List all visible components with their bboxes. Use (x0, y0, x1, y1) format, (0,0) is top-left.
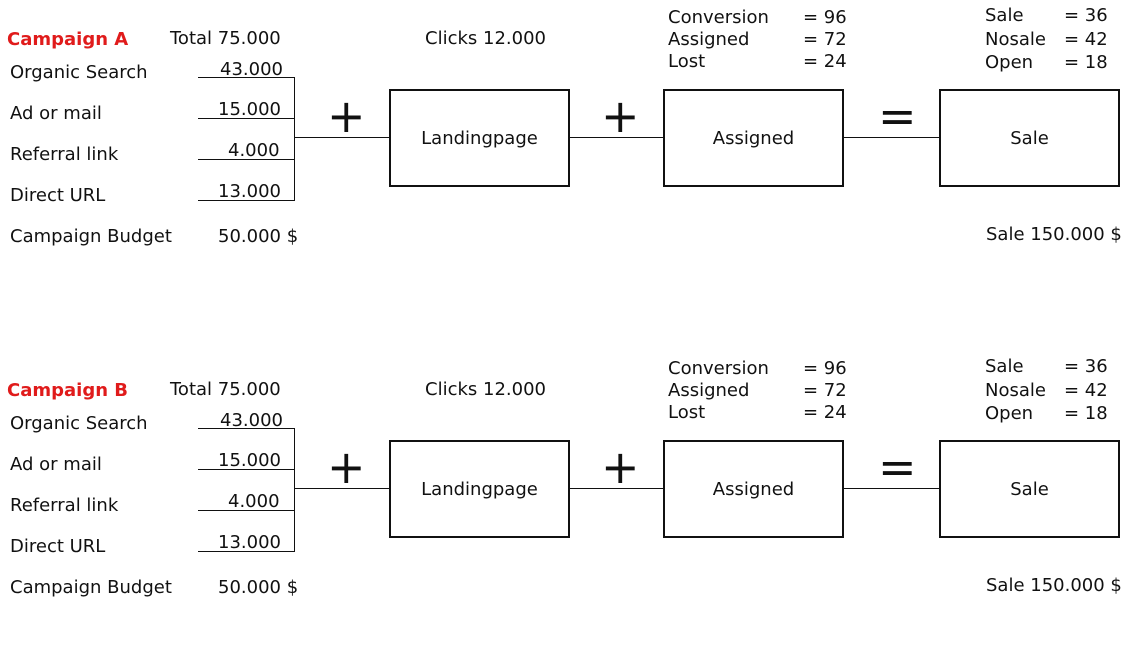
source-value: 4.000 (228, 140, 280, 161)
conversion-value: = 24 (803, 402, 847, 423)
budget-label: Campaign Budget (10, 226, 172, 247)
campaign-title: Campaign A (7, 29, 129, 50)
connector-line (294, 488, 390, 489)
sale-stat-label: Nosale (985, 380, 1046, 401)
conversion-value: = 24 (803, 51, 847, 72)
clicks-label: Clicks 12.000 (425, 379, 546, 400)
sale-stat-value: = 42 (1064, 380, 1108, 401)
sale-stat-value: = 36 (1064, 356, 1108, 377)
connector-line (294, 137, 390, 138)
source-value: 43.000 (220, 59, 283, 80)
budget-value: 50.000 $ (218, 577, 299, 598)
sale-total: Sale 150.000 $ (986, 575, 1122, 596)
campaign-a-diagram: Campaign A Total 75.000 Organic Search 4… (0, 0, 1130, 301)
source-label: Referral link (10, 495, 119, 516)
sale-stat-label: Open (985, 52, 1034, 73)
source-label: Ad or mail (10, 103, 102, 124)
source-bracket (294, 77, 295, 200)
sale-stat-label: Nosale (985, 29, 1046, 50)
budget-label: Campaign Budget (10, 577, 172, 598)
source-label: Organic Search (10, 413, 148, 434)
sale-stat-value: = 18 (1064, 403, 1108, 424)
campaign-title: Campaign B (7, 380, 128, 401)
conversion-value: = 72 (803, 380, 847, 401)
source-value: 13.000 (218, 181, 281, 202)
sale-stat-value: = 42 (1064, 29, 1108, 50)
equals-operator: = (878, 440, 917, 494)
conversion-label: Assigned (668, 29, 750, 50)
budget-value: 50.000 $ (218, 226, 299, 247)
source-value: 43.000 (220, 410, 283, 431)
source-underline (198, 428, 295, 429)
assigned-box: Assigned (663, 440, 844, 538)
source-bracket (294, 428, 295, 551)
sale-box: Sale (939, 89, 1120, 187)
connector-line (569, 488, 665, 489)
sale-stat-label: Open (985, 403, 1034, 424)
source-underline (198, 77, 295, 78)
connector-line (569, 137, 665, 138)
clicks-label: Clicks 12.000 (425, 28, 546, 49)
source-value: 15.000 (218, 99, 281, 120)
connector-line (843, 488, 940, 489)
source-label: Direct URL (10, 536, 106, 557)
sale-box: Sale (939, 440, 1120, 538)
conversion-label: Conversion (668, 7, 769, 28)
plus-operator: + (327, 440, 366, 494)
conversion-value: = 96 (803, 358, 847, 379)
sale-stat-label: Sale (985, 5, 1024, 26)
source-underline (198, 551, 295, 552)
conversion-label: Conversion (668, 358, 769, 379)
landingpage-box: Landingpage (389, 89, 570, 187)
total-label: Total 75.000 (170, 28, 281, 49)
landingpage-box: Landingpage (389, 440, 570, 538)
source-value: 13.000 (218, 532, 281, 553)
source-label: Organic Search (10, 62, 148, 83)
plus-operator: + (601, 89, 640, 143)
plus-operator: + (601, 440, 640, 494)
source-underline (198, 159, 295, 160)
conversion-label: Lost (668, 51, 706, 72)
plus-operator: + (327, 89, 366, 143)
equals-operator: = (878, 89, 917, 143)
connector-line (843, 137, 940, 138)
conversion-label: Assigned (668, 380, 750, 401)
source-value: 4.000 (228, 491, 280, 512)
source-label: Referral link (10, 144, 119, 165)
source-underline (198, 510, 295, 511)
conversion-label: Lost (668, 402, 706, 423)
assigned-box: Assigned (663, 89, 844, 187)
source-underline (198, 118, 295, 119)
conversion-value: = 72 (803, 29, 847, 50)
sale-stat-value: = 36 (1064, 5, 1108, 26)
sale-stat-value: = 18 (1064, 52, 1108, 73)
source-underline (198, 469, 295, 470)
source-label: Ad or mail (10, 454, 102, 475)
source-value: 15.000 (218, 450, 281, 471)
sale-total: Sale 150.000 $ (986, 224, 1122, 245)
source-underline (198, 200, 295, 201)
campaign-b-diagram: Campaign B Total 75.000 Organic Search 4… (0, 351, 1130, 652)
sale-stat-label: Sale (985, 356, 1024, 377)
conversion-value: = 96 (803, 7, 847, 28)
source-label: Direct URL (10, 185, 106, 206)
total-label: Total 75.000 (170, 379, 281, 400)
